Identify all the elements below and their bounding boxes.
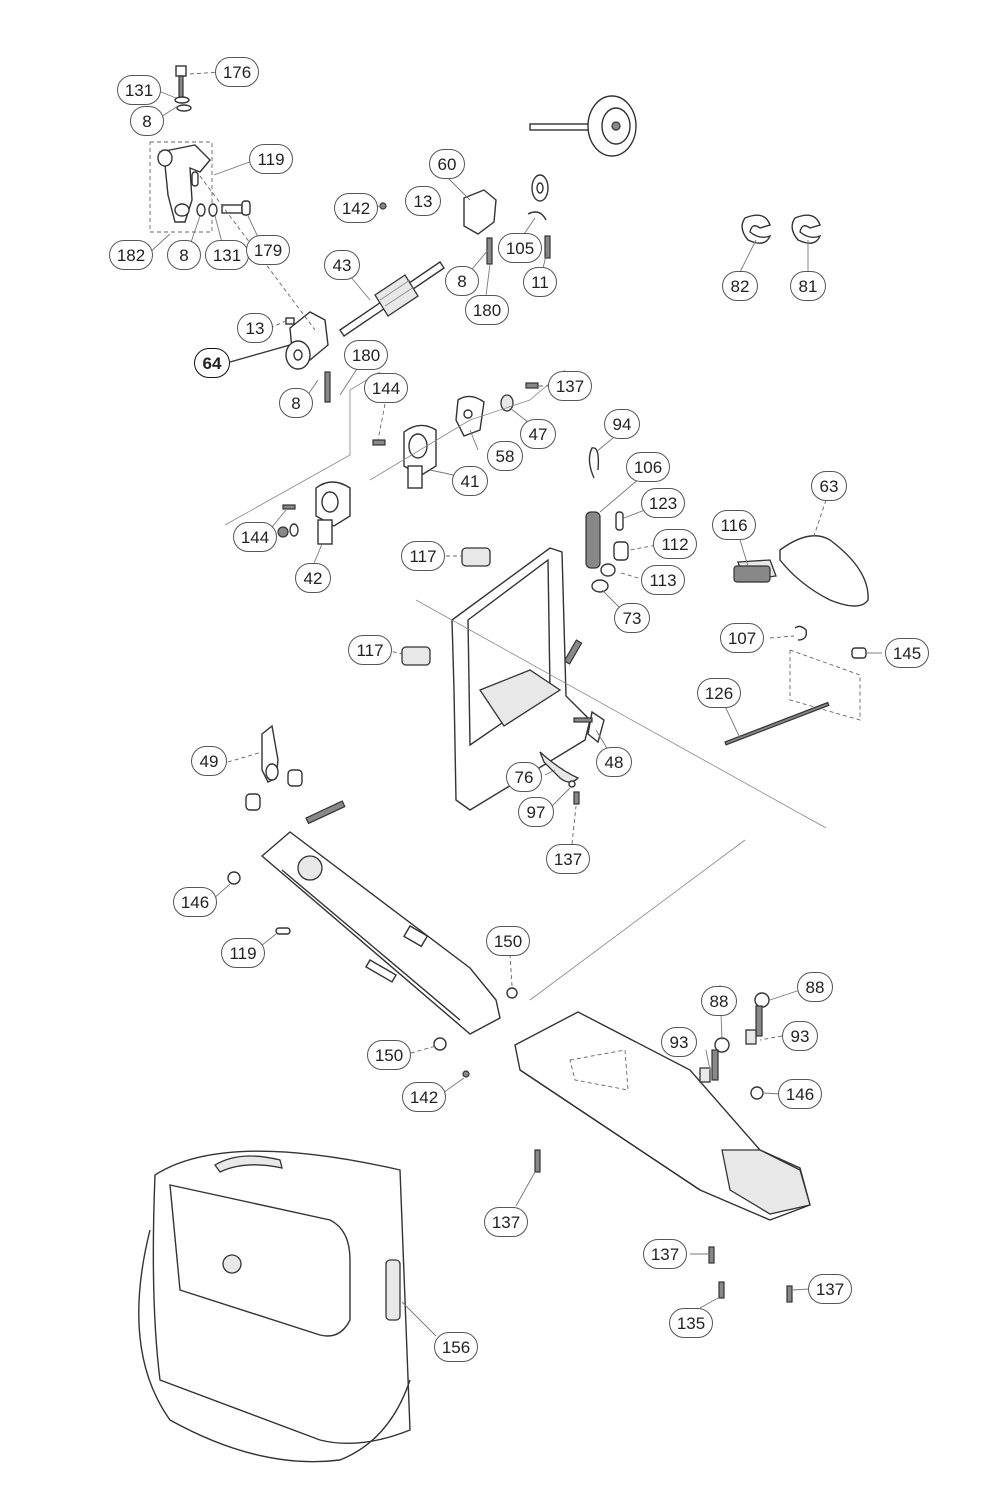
part-callout[interactable]: 113 [641, 565, 685, 595]
part-callout[interactable]: 137 [548, 371, 592, 401]
screw-137-top [525, 382, 539, 389]
part-callout[interactable]: 137 [484, 1207, 528, 1237]
part-callout[interactable]: 144 [233, 522, 277, 552]
part-callout[interactable]: 49 [191, 746, 227, 776]
cam-41 [372, 424, 437, 489]
hinge-64 [285, 311, 331, 403]
part-callout[interactable]: 47 [520, 419, 556, 449]
hook-76 [539, 751, 580, 805]
beater-weight [529, 95, 637, 157]
part-callout[interactable]: 126 [697, 678, 741, 708]
part-callout[interactable]: 88 [797, 972, 833, 1002]
part-callout[interactable]: 112 [653, 529, 697, 559]
part-callout[interactable]: 8 [445, 266, 479, 296]
part-callout[interactable]: 137 [808, 1274, 852, 1304]
part-callout[interactable]: 8 [167, 240, 201, 270]
part-callout[interactable]: 135 [669, 1308, 713, 1338]
part-callout[interactable]: 137 [643, 1239, 687, 1269]
part-callout[interactable]: 180 [465, 295, 509, 325]
part-callout[interactable]: 131 [205, 240, 249, 270]
part-callout[interactable]: 60 [429, 149, 465, 179]
part-callout[interactable]: 41 [452, 466, 488, 496]
part-callout[interactable]: 63 [811, 471, 847, 501]
hub-60 [424, 189, 497, 265]
part-callout[interactable]: 58 [487, 441, 523, 471]
part-callout[interactable]: 43 [324, 250, 360, 280]
part-callout[interactable]: 176 [215, 57, 259, 87]
cam-42 [277, 481, 351, 545]
part-callout[interactable]: 94 [604, 409, 640, 439]
part-callout[interactable]: 150 [367, 1040, 411, 1070]
washer-and-spring [527, 174, 551, 259]
part-callout[interactable]: 73 [614, 603, 650, 633]
part-callout[interactable]: 48 [596, 747, 632, 777]
hinge-block-182 [149, 141, 213, 233]
bolt-176 [174, 65, 192, 112]
part-callout[interactable]: 82 [722, 271, 758, 301]
part-callout[interactable]: 119 [249, 144, 293, 174]
part-callout[interactable]: 145 [885, 638, 929, 668]
part-callout[interactable]: 137 [546, 844, 590, 874]
frame [401, 547, 591, 811]
part-callout[interactable]: 8 [279, 388, 313, 418]
thumb-screw-48 [573, 710, 605, 744]
part-callout[interactable]: 107 [720, 623, 764, 653]
part-callout[interactable]: 146 [778, 1079, 822, 1109]
part-callout[interactable]: 150 [486, 926, 530, 956]
part-callout[interactable]: 142 [334, 193, 378, 223]
part-callout[interactable]: 123 [641, 488, 685, 518]
cam-58 [455, 395, 485, 437]
part-callout[interactable]: 146 [173, 887, 217, 917]
part-callout[interactable]: 156 [434, 1332, 478, 1362]
part-callout[interactable]: 64 [194, 348, 230, 378]
heel-block-49 [245, 724, 346, 825]
part-callout[interactable]: 117 [348, 635, 392, 665]
spring-group [563, 447, 629, 665]
part-callout[interactable]: 144 [364, 373, 408, 403]
part-callout[interactable]: 179 [246, 235, 290, 265]
part-callout[interactable]: 11 [523, 267, 557, 297]
part-callout[interactable]: 13 [405, 186, 441, 216]
part-callout[interactable]: 182 [109, 240, 153, 270]
clamp-63 [724, 535, 869, 746]
part-callout[interactable]: 105 [498, 233, 542, 263]
part-callout[interactable]: 88 [701, 986, 737, 1016]
part-callout[interactable]: 131 [117, 75, 161, 105]
part-callout[interactable]: 142 [402, 1082, 446, 1112]
part-callout[interactable]: 81 [790, 271, 826, 301]
part-callout[interactable]: 180 [344, 340, 388, 370]
part-callout[interactable]: 119 [221, 938, 265, 968]
part-callout[interactable]: 97 [518, 797, 554, 827]
part-callout[interactable]: 8 [130, 106, 164, 136]
c-clips-81-82 [741, 214, 822, 244]
part-callout[interactable]: 13 [237, 313, 273, 343]
footboard [227, 831, 518, 1078]
carry-bag [138, 1150, 411, 1463]
washers-8-131 [196, 203, 218, 217]
drive-shaft-43 [339, 202, 445, 337]
part-callout[interactable]: 42 [295, 563, 331, 593]
part-callout[interactable]: 93 [782, 1021, 818, 1051]
part-callout[interactable]: 93 [661, 1027, 697, 1057]
part-callout[interactable]: 76 [506, 762, 542, 792]
part-callout[interactable]: 116 [712, 510, 756, 540]
guide-line [369, 369, 566, 481]
part-callout[interactable]: 106 [626, 452, 670, 482]
bolt-179 [221, 200, 251, 216]
part-callout[interactable]: 117 [401, 541, 445, 571]
baseplate [514, 992, 811, 1303]
